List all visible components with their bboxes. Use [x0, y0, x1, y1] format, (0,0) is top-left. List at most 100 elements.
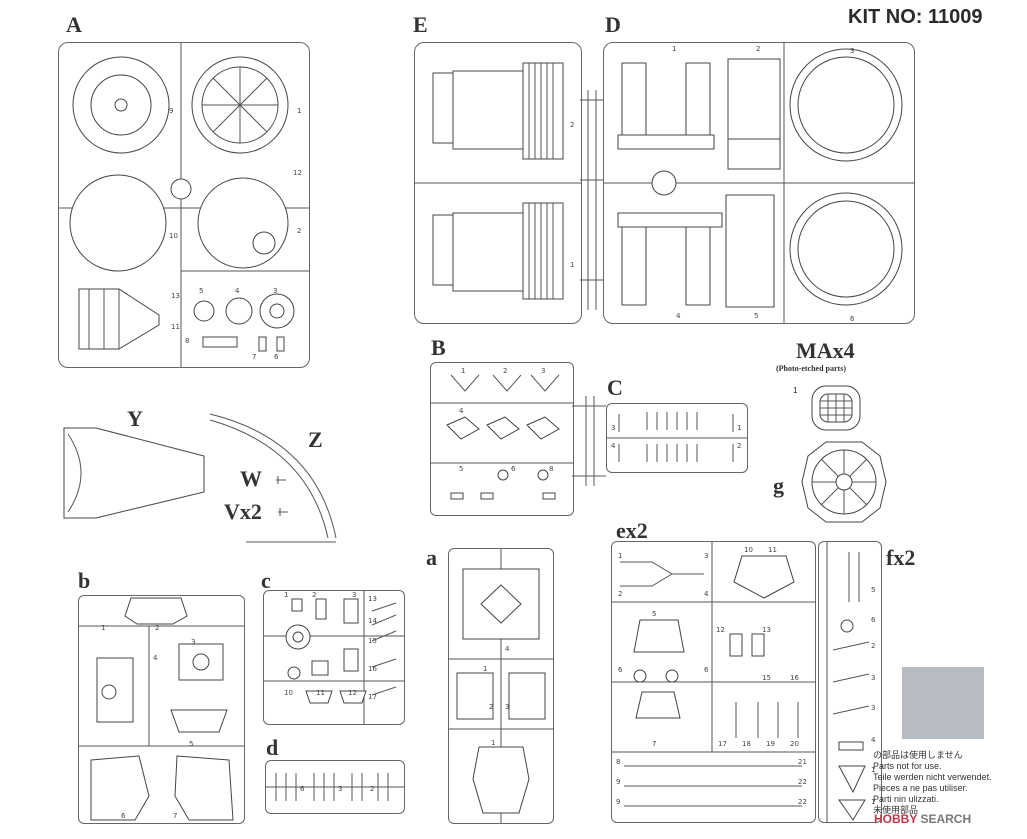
svg-text:3: 3	[338, 785, 342, 793]
svg-text:2: 2	[737, 442, 741, 450]
svg-text:9: 9	[616, 778, 620, 786]
svg-text:8: 8	[616, 758, 620, 766]
notice-line-ja: の部品は使用しません	[873, 750, 963, 760]
sprue-label-d: D	[605, 12, 621, 37]
svg-text:6: 6	[704, 666, 709, 674]
svg-text:3: 3	[352, 591, 356, 599]
sprue-label-ex2: ex2	[616, 518, 648, 543]
sprue-label-fx2: fx2	[886, 545, 916, 570]
svg-text:17: 17	[368, 693, 377, 701]
svg-text:5: 5	[459, 465, 463, 473]
svg-text:2: 2	[570, 121, 574, 129]
svg-text:9: 9	[169, 107, 173, 115]
svg-text:4: 4	[459, 407, 464, 415]
svg-text:3: 3	[871, 704, 875, 712]
svg-text:1: 1	[871, 798, 875, 806]
svg-text:5: 5	[871, 586, 875, 594]
svg-text:4: 4	[235, 287, 240, 295]
svg-text:2: 2	[312, 591, 316, 599]
sprue-b-upper: 1 2 3 4 5 6 8	[430, 362, 574, 516]
svg-text:1: 1	[297, 107, 301, 115]
parts-y-z-w-v	[63, 413, 337, 543]
svg-text:1: 1	[284, 591, 288, 599]
svg-text:10: 10	[169, 232, 178, 240]
notice-line-fr: Pieces a ne pas utiliser.	[873, 783, 968, 793]
svg-text:8: 8	[549, 465, 553, 473]
svg-text:18: 18	[742, 740, 751, 748]
part-label-y: Y	[127, 406, 143, 431]
ma-part-number: 1	[793, 386, 798, 395]
part-label-w: W	[240, 466, 262, 491]
svg-text:6: 6	[300, 785, 305, 793]
svg-text:3: 3	[704, 552, 708, 560]
svg-text:2: 2	[489, 703, 493, 711]
svg-text:21: 21	[798, 758, 807, 766]
svg-text:4: 4	[676, 312, 681, 320]
svg-text:20: 20	[790, 740, 799, 748]
svg-text:11: 11	[768, 546, 777, 554]
kit-number: KIT NO: 11009	[848, 6, 983, 28]
part-label-vx2: Vx2	[224, 499, 262, 524]
svg-text:5: 5	[652, 610, 656, 618]
sprue-d-parts: 1 2 3 4 5 6	[604, 43, 914, 323]
sprue-label-a: A	[66, 12, 82, 37]
svg-text:1: 1	[570, 261, 574, 269]
svg-text:11: 11	[171, 323, 180, 331]
sprue-a-lower: 4 1 2 3 1	[448, 548, 554, 824]
sprue-ex2: 1 2 3 4 10 11 5 6 6 7 12 13 15 16 17 18 …	[611, 541, 816, 823]
svg-text:15: 15	[368, 637, 377, 645]
svg-text:12: 12	[293, 169, 302, 177]
svg-text:14: 14	[368, 617, 377, 625]
svg-text:6: 6	[511, 465, 516, 473]
svg-text:4: 4	[871, 736, 876, 744]
svg-text:10: 10	[744, 546, 753, 554]
sprue-d-lower: 6 3 2	[265, 760, 405, 814]
svg-text:3: 3	[191, 638, 195, 646]
svg-text:12: 12	[348, 689, 357, 697]
svg-text:2: 2	[618, 590, 622, 598]
sprue-e-d-connector	[580, 90, 606, 310]
sprue-label-b-upper: B	[431, 335, 446, 360]
sprue-d-lower-parts: 6 3 2	[266, 773, 404, 801]
svg-text:7: 7	[173, 812, 177, 820]
svg-text:2: 2	[155, 624, 159, 632]
svg-text:6: 6	[121, 812, 126, 820]
sprue-c: 3 4 1 2	[606, 403, 748, 473]
sprue-a: 9 1 10 2 13 11 5 4 3 8 7 6 12	[58, 42, 310, 368]
sprue-d: 1 2 3 4 5 6	[603, 42, 915, 324]
sprue-label-e: E	[413, 12, 428, 37]
svg-text:17: 17	[718, 740, 727, 748]
svg-text:7: 7	[252, 353, 256, 361]
svg-text:16: 16	[790, 674, 799, 682]
sprue-b-lower: 1 2 3 4 5 6 7	[78, 595, 245, 824]
svg-text:2: 2	[756, 45, 760, 53]
sprue-label-d-lower: d	[266, 735, 279, 760]
sprue-b-c-connector	[572, 396, 606, 486]
notice-line-en: Parts not for use.	[873, 761, 942, 771]
svg-text:8: 8	[185, 337, 189, 345]
svg-text:13: 13	[368, 595, 377, 603]
svg-text:2: 2	[297, 227, 301, 235]
part-label-z: Z	[308, 427, 323, 452]
svg-text:6: 6	[850, 315, 855, 323]
svg-text:6: 6	[274, 353, 279, 361]
svg-text:2: 2	[503, 367, 507, 375]
photo-etched-part	[811, 385, 861, 431]
svg-text:2: 2	[370, 785, 374, 793]
sprue-b-upper-parts: 1 2 3 4 5 6 8	[431, 367, 573, 500]
svg-text:1: 1	[483, 665, 487, 673]
watermark-brand: HOBBY	[874, 812, 918, 826]
svg-text:1: 1	[871, 766, 875, 774]
svg-text:10: 10	[284, 689, 293, 697]
svg-text:15: 15	[762, 674, 771, 682]
sprue-fx2-parts: 5 6 2 3 3 4 1 1	[826, 542, 876, 822]
watermark-rest: SEARCH	[917, 812, 972, 826]
sprue-a-lower-parts: 4 1 2 3 1	[449, 549, 553, 823]
svg-text:4: 4	[505, 645, 510, 653]
svg-text:5: 5	[754, 312, 758, 320]
watermark: HOBBY SEARCH	[874, 812, 971, 826]
part-g	[801, 441, 887, 523]
sprue-label-a-lower: a	[426, 545, 437, 570]
svg-text:11: 11	[316, 689, 325, 697]
svg-text:7: 7	[652, 740, 656, 748]
